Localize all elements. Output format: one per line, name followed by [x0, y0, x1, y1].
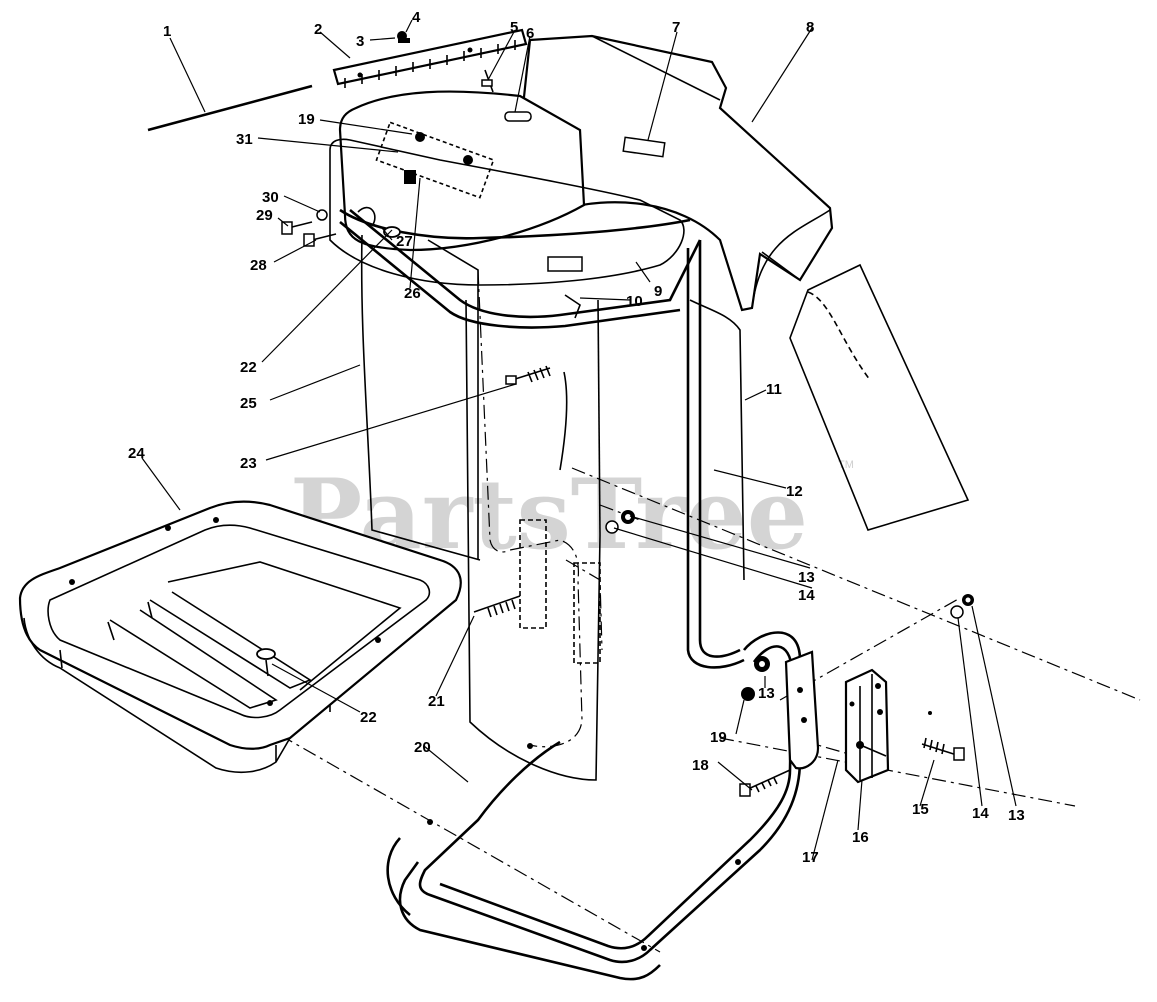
label-1: 1 [163, 23, 171, 40]
label-14-right: 14 [972, 805, 989, 822]
part-hardware-lower [739, 656, 791, 797]
part-hinge-strip [332, 28, 528, 88]
part-frame-rails [477, 269, 603, 748]
part-base-frame [386, 631, 802, 981]
label-16: 16 [852, 829, 869, 846]
label-17: 17 [802, 849, 819, 866]
label-22-lower: 22 [360, 709, 377, 726]
part-tray-lid [18, 500, 462, 774]
label-2: 2 [314, 21, 322, 38]
part-knob-tray [256, 648, 276, 677]
part-bolt-23 [505, 365, 551, 385]
part-labels: 1 2 3 4 5 6 7 8 9 10 11 12 13 14 13 13 1… [128, 9, 1025, 866]
label-19-upper: 19 [298, 111, 315, 128]
label-8: 8 [806, 19, 814, 36]
label-7: 7 [672, 19, 680, 36]
part-rod [147, 84, 313, 132]
label-29: 29 [256, 207, 273, 224]
part-grass-bag [360, 234, 745, 781]
part-washers-upper [605, 510, 635, 534]
label-9: 9 [654, 283, 662, 300]
label-30: 30 [262, 189, 279, 206]
part-hardware-upper-left [281, 206, 401, 247]
label-11: 11 [766, 381, 782, 398]
label-15: 15 [912, 801, 929, 818]
label-6: 6 [526, 25, 534, 42]
part-chute [518, 34, 834, 312]
part-top-housing [329, 90, 691, 286]
label-19-lower: 19 [710, 729, 727, 746]
label-12: 12 [786, 483, 803, 500]
label-13-right: 13 [1008, 807, 1025, 824]
label-13-upper: 13 [798, 569, 815, 586]
label-3: 3 [356, 33, 364, 50]
part-hardware-right [921, 594, 974, 761]
leader-lines [141, 19, 1017, 861]
label-24: 24 [128, 445, 145, 462]
label-21: 21 [428, 693, 445, 710]
part-screw-nut [397, 31, 494, 93]
part-bolt-21 [473, 595, 521, 618]
part-side-bracket [784, 650, 820, 770]
label-13-lower: 13 [758, 685, 775, 702]
label-27: 27 [396, 233, 413, 250]
label-10: 10 [626, 293, 643, 310]
part-angle-bracket [844, 668, 890, 784]
label-5: 5 [510, 19, 518, 36]
part-side-panel [789, 263, 970, 531]
label-20: 20 [414, 739, 431, 756]
part-bag-frame [339, 208, 745, 669]
label-25: 25 [240, 395, 257, 412]
label-26: 26 [404, 285, 421, 302]
label-4: 4 [412, 9, 421, 26]
label-14-upper: 14 [798, 587, 815, 604]
label-22-upper: 22 [240, 359, 257, 376]
label-18: 18 [692, 757, 709, 774]
label-31: 31 [236, 131, 253, 148]
label-23: 23 [240, 455, 257, 472]
label-28: 28 [250, 257, 267, 274]
